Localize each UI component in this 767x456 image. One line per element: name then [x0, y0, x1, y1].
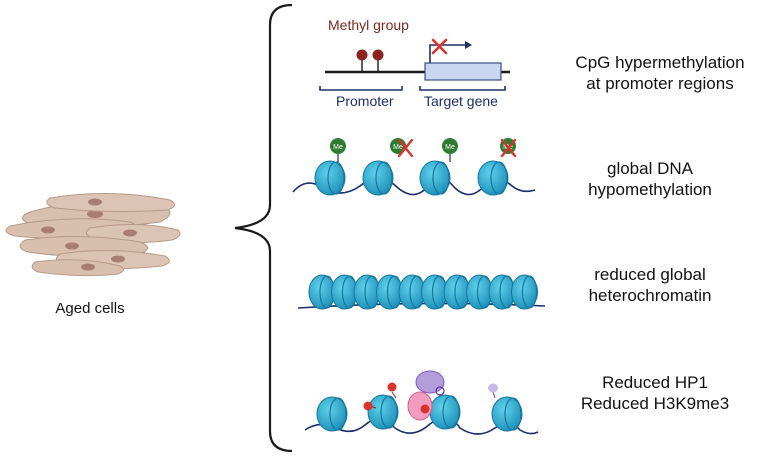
- nucleosome: [511, 274, 538, 310]
- methyl-group-lollipop: [372, 49, 384, 72]
- cell-shape: [46, 192, 175, 213]
- promoter-bracket: [319, 86, 403, 91]
- me-badge-removed: Me: [500, 138, 517, 158]
- panel2-caption-line1: global DNA: [607, 159, 693, 178]
- blocked-transcription-cross-icon: [431, 38, 448, 55]
- panel4-caption-line1: Reduced HP1: [602, 373, 708, 392]
- target-gene-bracket: [419, 86, 506, 91]
- panel1-caption: CpG hypermethylation at promoter regions: [560, 52, 760, 94]
- h3k9me3-mark-icon: [420, 404, 430, 414]
- svg-text:Me: Me: [393, 144, 403, 151]
- svg-text:Me: Me: [333, 144, 343, 151]
- nucleosome: [488, 274, 516, 310]
- transcription-arrow: [429, 44, 465, 63]
- panel4-caption-line2: Reduced H3K9me3: [580, 394, 730, 413]
- svg-text:Me: Me: [445, 144, 455, 151]
- hp1-protein-icon: [415, 370, 445, 396]
- promoter-label: Promoter: [336, 93, 394, 109]
- me-badge-removed: Me: [390, 138, 414, 158]
- panel3-heterochromatin-diagram: [297, 274, 546, 310]
- nucleosome: [367, 394, 399, 430]
- curly-brace: [234, 3, 293, 453]
- cross-icon: [397, 138, 414, 158]
- panel2-hypomethylation-diagram: Me Me Me Me: [292, 138, 536, 196]
- panel4-hp1-diagram: [304, 370, 539, 435]
- nucleosome: [331, 274, 358, 310]
- panel1-promoter-diagram: Methyl group Promoter Target gene: [319, 17, 510, 109]
- transcription-arrow-head: [465, 41, 472, 49]
- cross-icon: [500, 138, 517, 158]
- target-gene-label: Target gene: [424, 93, 498, 109]
- panel4-caption: Reduced HP1 Reduced H3K9me3: [575, 372, 735, 414]
- panel3-caption-line1: reduced global: [594, 265, 706, 284]
- nucleosome: [477, 160, 509, 196]
- nucleosome: [491, 396, 523, 432]
- methyl-group-label: Methyl group: [328, 17, 409, 33]
- target-gene-box: [424, 62, 502, 81]
- h3k9me3-mark-icon: [387, 382, 397, 399]
- nucleosome: [419, 160, 451, 196]
- panel1-caption-line2: at promoter regions: [586, 74, 734, 93]
- methyl-group-lollipop: [356, 49, 368, 72]
- panel2-caption-line2: hypomethylation: [588, 180, 712, 199]
- panel1-caption-line1: CpG hypermethylation: [575, 53, 745, 72]
- panel2-caption: global DNA hypomethylation: [580, 158, 720, 200]
- aged-cells-label: Aged cells: [55, 300, 125, 317]
- nucleosome: [443, 274, 471, 310]
- nucleosome: [376, 274, 403, 310]
- nucleosome: [398, 274, 426, 310]
- nucleosome: [314, 160, 346, 196]
- h3k9me3-mark-icon: [363, 401, 377, 411]
- aged-cells-illustration: [5, 192, 181, 277]
- nucleosome: [362, 160, 394, 196]
- methyl-mark-icon: [488, 383, 498, 399]
- nucleosome: [421, 274, 448, 310]
- nucleosome: [429, 394, 461, 430]
- me-badge: Me: [442, 138, 458, 162]
- me-badge: Me: [330, 138, 346, 162]
- panel3-caption: reduced global heterochromatin: [580, 264, 720, 306]
- hp1-protein-icon: [407, 391, 433, 421]
- cell-shape: [31, 259, 124, 277]
- nucleosome: [316, 396, 348, 432]
- panel3-caption-line2: heterochromatin: [588, 286, 712, 305]
